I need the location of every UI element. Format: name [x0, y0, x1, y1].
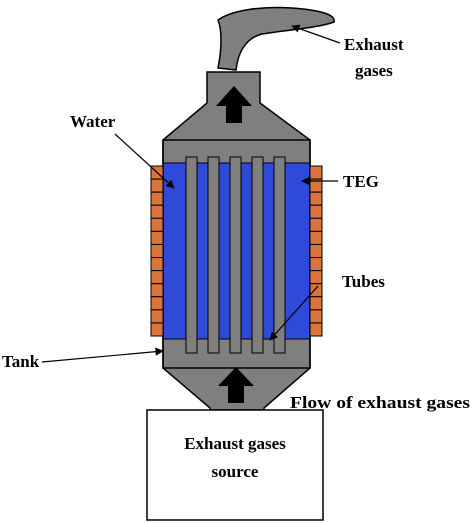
teg-module: [309, 243, 323, 259]
teg-label: TEG: [343, 172, 379, 191]
teg-module: [150, 243, 164, 259]
tank-label: Tank: [2, 352, 40, 371]
tube: [273, 156, 286, 354]
teg-module: [309, 257, 323, 272]
water-label: Water: [70, 112, 116, 131]
teg-module: [309, 217, 323, 232]
teg-module: [309, 309, 323, 324]
teg-module: [150, 178, 164, 193]
teg-module: [309, 322, 323, 337]
tube: [251, 156, 264, 354]
inlet-flow-arrow: [218, 367, 254, 403]
tube: [207, 156, 220, 354]
teg-module: [150, 204, 164, 219]
exhaust-leader-line: [291, 24, 341, 44]
exhaust-source-box: [146, 409, 324, 521]
teg-module: [150, 217, 164, 232]
tubes-label: Tubes: [342, 272, 385, 291]
flow-label: Flow of exhaust gases: [290, 393, 470, 412]
teg-module: [150, 283, 164, 298]
exhaust-plume: [217, 6, 335, 71]
teg-right-stack: [309, 165, 323, 337]
source-label-line2: source: [212, 462, 259, 481]
teg-module: [150, 322, 164, 337]
teg-module: [309, 283, 323, 298]
teg-module: [309, 204, 323, 219]
teg-module: [150, 296, 164, 311]
teg-module: [150, 257, 164, 272]
tube: [185, 156, 198, 354]
teg-module: [150, 270, 164, 285]
teg-module: [150, 191, 164, 206]
teg-module: [150, 230, 164, 245]
tubes-leader-line: [269, 285, 319, 341]
teg-module: [309, 270, 323, 285]
water-leader-line: [114, 133, 175, 189]
tubes-group: [185, 156, 286, 354]
tube: [229, 156, 242, 354]
teg-module: [309, 191, 323, 206]
exhaust-gases-label-line1: Exhaust: [344, 35, 404, 54]
exhaust-gases-label-line2: gases: [355, 61, 393, 80]
tank-leader-line: [41, 347, 164, 363]
source-label-line1: Exhaust gases: [184, 434, 286, 453]
outlet-flow-arrow: [216, 86, 252, 123]
teg-module: [150, 309, 164, 324]
teg-module: [309, 230, 323, 245]
teg-module: [309, 165, 323, 180]
teg-left-stack: [150, 165, 164, 337]
teg-module: [309, 296, 323, 311]
